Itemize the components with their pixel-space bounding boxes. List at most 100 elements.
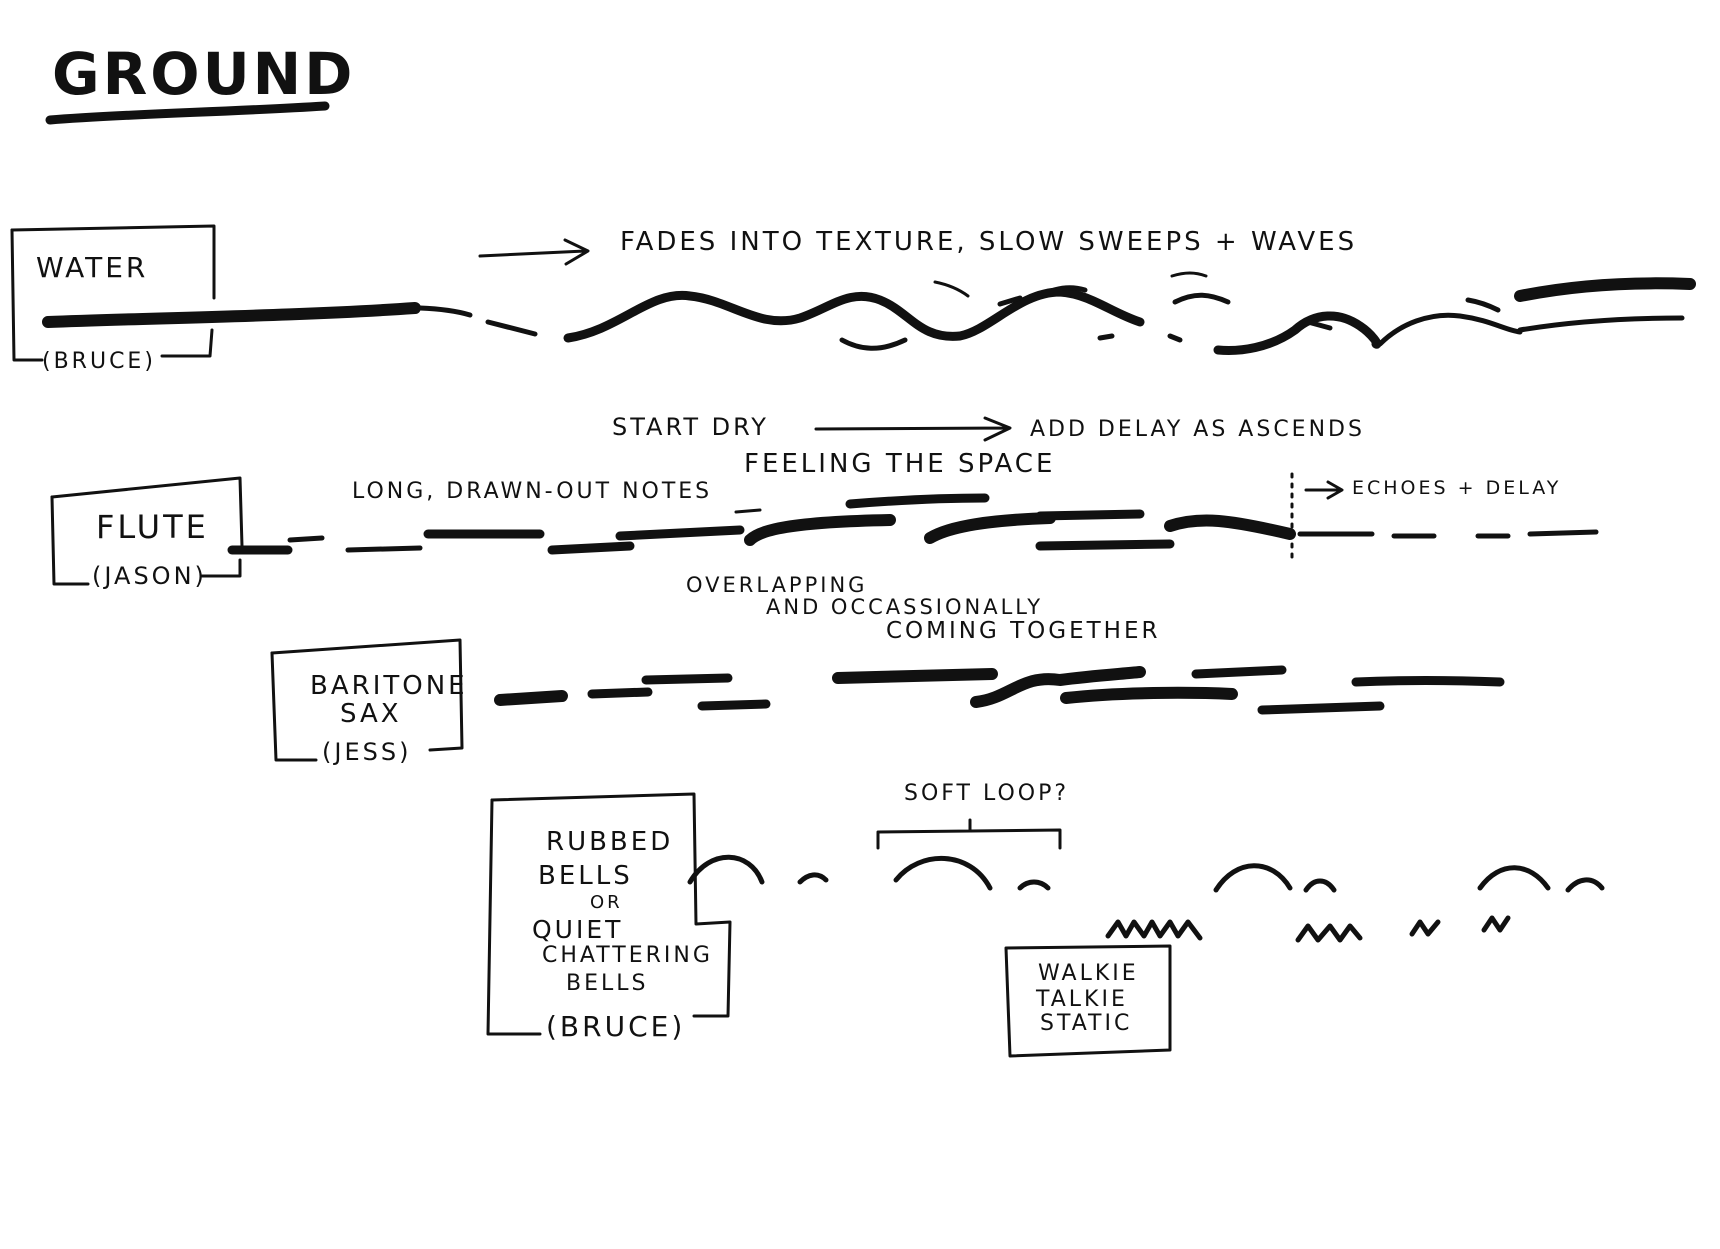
- flute-note: [547, 541, 635, 555]
- water-wave-crest-2: [1172, 292, 1231, 305]
- water-wave-top-2: [997, 295, 1023, 307]
- water-direction: FADES INTO TEXTURE, SLOW SWEEPS + WAVES: [620, 227, 1357, 257]
- water-line-solid: [42, 302, 421, 328]
- flute-label: FLUTE: [96, 508, 209, 546]
- bells-section: RUBBED BELLS OR QUIET CHATTERING BELLS (…: [486, 781, 1605, 1043]
- flute-direction-left: LONG, DRAWN-OUT NOTES: [352, 479, 712, 504]
- flute-box-left: [50, 495, 90, 586]
- bells-label-line2: BELLS: [538, 861, 633, 891]
- bell-arc: [1303, 878, 1337, 893]
- water-wave-second: [1213, 311, 1382, 355]
- flute-note: [287, 535, 325, 543]
- flute-performer: (JASON): [92, 562, 207, 590]
- water-box: [10, 224, 216, 300]
- bells-label-line4: QUIET: [532, 915, 623, 944]
- bells-box: [490, 792, 732, 1018]
- walkie-label-line3: STATIC: [1040, 1011, 1132, 1036]
- water-wave-top-5: [1305, 319, 1333, 331]
- walkie-label-line1: WALKIE: [1038, 961, 1139, 986]
- walkie-box: [1004, 944, 1172, 1058]
- sax-note: [1191, 665, 1287, 679]
- page-title: GROUND: [52, 40, 355, 108]
- water-wave-top-1: [933, 280, 970, 298]
- sax-note-line3: COMING TOGETHER: [886, 618, 1161, 644]
- sax-note: [1060, 686, 1238, 704]
- bell-arc: [1477, 865, 1551, 891]
- flute-note: [1164, 514, 1296, 540]
- water-section: WATER (BRUCE) FADES INTO TEXTURE, SLOW S…: [10, 224, 1696, 374]
- sax-note: [587, 687, 653, 699]
- bells-label-line6: BELLS: [566, 971, 648, 996]
- flute-box: [50, 476, 244, 548]
- bells-label-line3: OR: [590, 892, 623, 913]
- water-line-end-upper: [1514, 277, 1696, 302]
- bell-arc: [1017, 879, 1051, 891]
- water-wave-third: [1377, 312, 1523, 347]
- water-performer: (BRUCE): [42, 349, 156, 374]
- sax-performer: (JESS): [322, 738, 411, 766]
- static-zigzag: [1105, 919, 1203, 941]
- loop-bracket: [876, 818, 1062, 850]
- water-wave-main: [563, 287, 1145, 343]
- flute-direction-arrow: [814, 416, 1012, 442]
- static-zigzag: [1481, 915, 1511, 933]
- water-wave-dash-1: [1097, 333, 1115, 341]
- static-zigzag: [1409, 919, 1441, 937]
- flute-section: START DRY ADD DELAY AS ASCENDS LONG, DRA…: [50, 413, 1599, 590]
- sax-note: [494, 690, 568, 706]
- flute-direction-top-right: ADD DELAY AS ASCENDS: [1030, 417, 1365, 442]
- water-label: WATER: [36, 251, 148, 284]
- bell-arc: [687, 854, 765, 885]
- flute-note: [845, 493, 990, 509]
- flute-echo-note: [1527, 529, 1599, 537]
- flute-echo-arrow: [1304, 480, 1344, 500]
- title-block: GROUND: [45, 40, 355, 125]
- water-wave-dash-2: [1167, 333, 1183, 343]
- water-arrow: [478, 238, 590, 266]
- sax-note-line1: OVERLAPPING: [686, 573, 867, 597]
- water-wave-under-1: [839, 337, 908, 351]
- bells-box-left: [486, 798, 542, 1036]
- water-wave-top-4: [1465, 297, 1501, 313]
- flute-note: [1035, 509, 1145, 521]
- baritone-sax-section: OVERLAPPING AND OCCASSIONALLY COMING TOG…: [270, 573, 1505, 766]
- bells-label-line5: CHATTERING: [542, 943, 713, 968]
- water-wave-crest-1: [1037, 285, 1088, 299]
- flute-direction-right: FEELING THE SPACE: [744, 449, 1055, 479]
- flute-direction-top-left: START DRY: [612, 413, 769, 441]
- bells-label-line1: RUBBED: [546, 827, 673, 857]
- bell-arc: [893, 856, 993, 891]
- sax-box-left: [270, 651, 318, 762]
- bell-arc: [1565, 877, 1605, 893]
- flute-note: [744, 514, 896, 546]
- sax-note-line2: AND OCCASSIONALLY: [766, 595, 1043, 619]
- flute-note: [924, 512, 1056, 544]
- bells-loop-note: SOFT LOOP?: [904, 781, 1069, 806]
- static-zigzag: [1295, 923, 1363, 943]
- flute-box-right-tail: [200, 558, 242, 578]
- sax-note: [970, 666, 1146, 708]
- sax-note: [1257, 701, 1385, 715]
- bells-performer: (BRUCE): [546, 1010, 685, 1043]
- sax-note: [1351, 676, 1505, 687]
- water-line-dash-1: [485, 319, 538, 337]
- bell-arc: [797, 872, 829, 885]
- flute-note: [615, 525, 745, 541]
- bell-arc: [1213, 863, 1293, 893]
- flute-direction-end: ECHOES + DELAY: [1352, 477, 1561, 499]
- sax-label-line2: SAX: [340, 699, 402, 729]
- walkie-label-line2: TALKIE: [1035, 987, 1128, 1012]
- water-line-end-lower: [1517, 315, 1685, 333]
- sax-box: [270, 638, 464, 752]
- water-box-left: [10, 228, 44, 362]
- flute-note: [734, 508, 762, 514]
- sax-note: [832, 668, 998, 684]
- flute-note: [345, 545, 423, 553]
- sax-note: [641, 673, 733, 685]
- water-box-right-tail: [160, 328, 214, 358]
- water-line-taper: [417, 305, 473, 318]
- title-underline: [45, 101, 330, 125]
- flute-note: [1035, 539, 1175, 551]
- water-wave-top-3: [1170, 271, 1208, 278]
